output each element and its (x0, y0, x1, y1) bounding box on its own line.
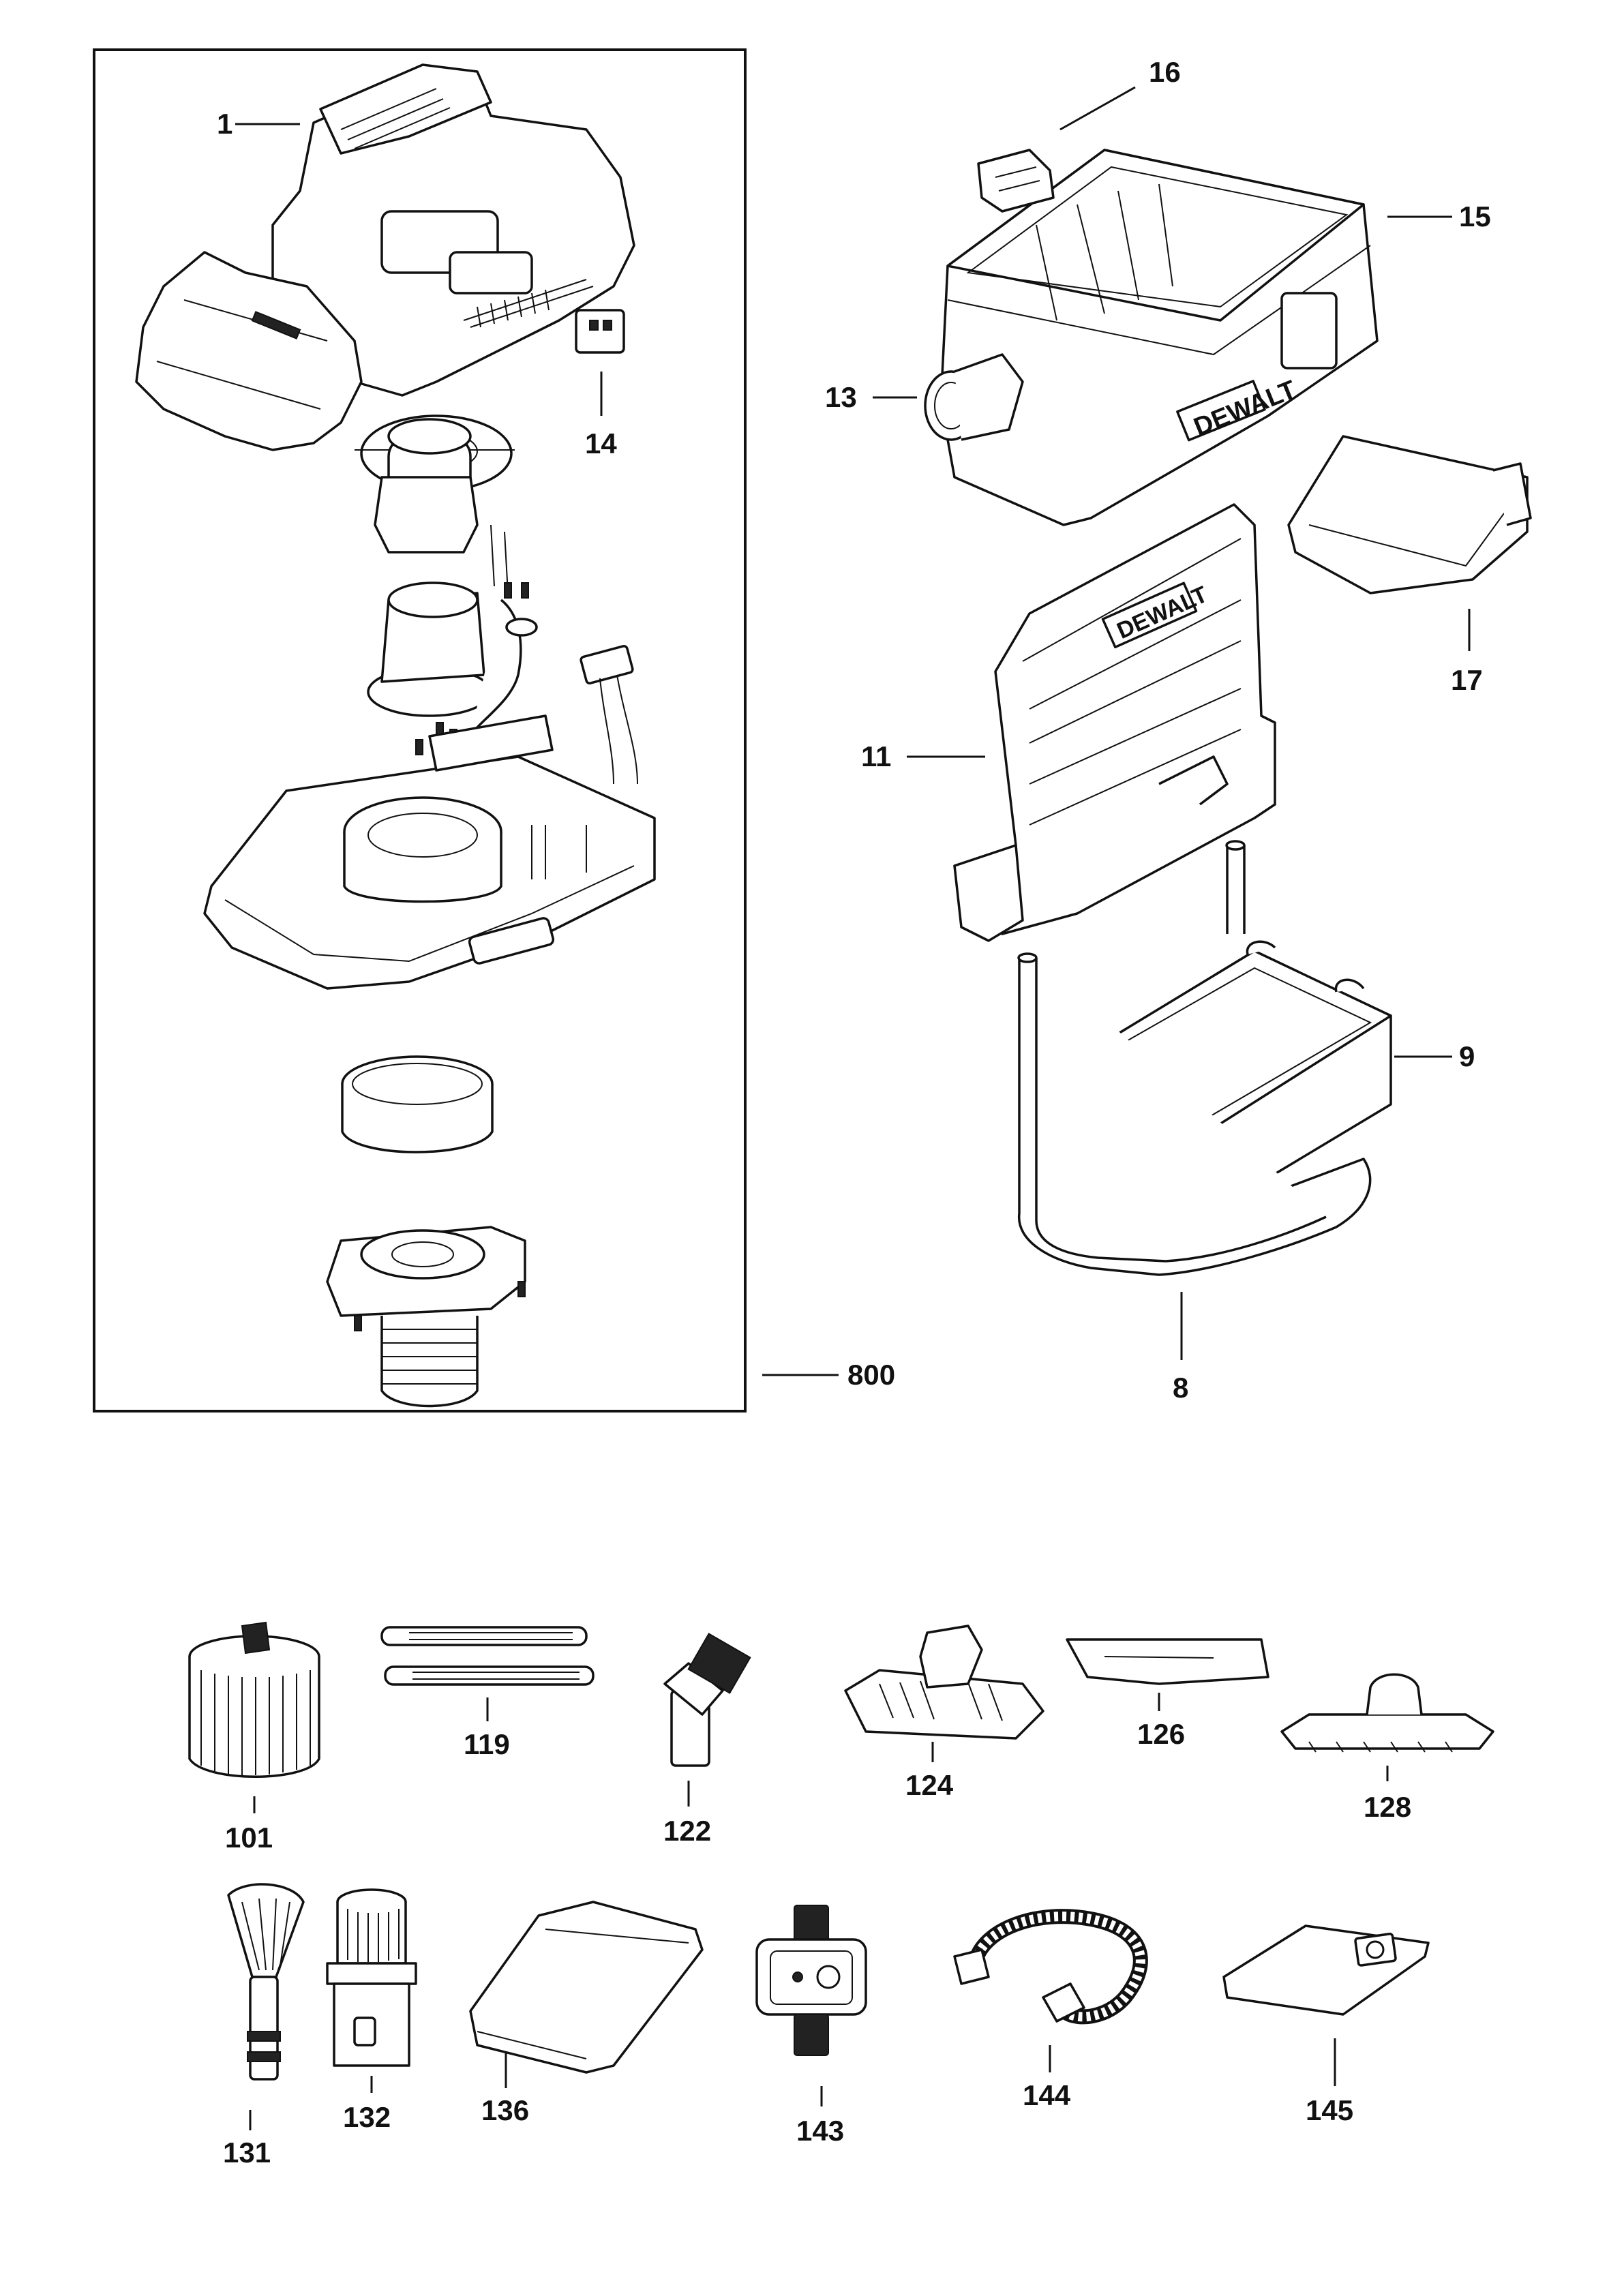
leader-16 (1059, 86, 1136, 131)
part-144-hose (953, 1909, 1148, 2025)
label-16: 16 (1149, 56, 1181, 88)
part-124-floor-nozzle (844, 1625, 1044, 1740)
part-16-latch (977, 149, 1055, 213)
label-14: 14 (585, 427, 617, 459)
part-14-connector (575, 309, 625, 354)
label-13: 13 (825, 381, 857, 413)
label-1: 1 (217, 108, 232, 140)
part-101-filter (188, 1621, 320, 1778)
part-1-head-housing (135, 63, 635, 492)
motor-base (203, 714, 656, 990)
label-119: 119 (464, 1728, 510, 1760)
label-11: 11 (861, 740, 891, 772)
label-122: 122 (663, 1815, 711, 1847)
label-143: 143 (796, 2115, 844, 2147)
part-126-crevice (1066, 1638, 1269, 1685)
part-119-wands (380, 1626, 595, 1686)
part-17-tray (1287, 435, 1532, 594)
label-101: 101 (225, 1822, 273, 1854)
label-136: 136 (481, 2094, 529, 2126)
label-145: 145 (1306, 2094, 1353, 2126)
label-8: 8 (1173, 1372, 1188, 1404)
filter-cage (326, 1226, 526, 1408)
part-122-brush (663, 1633, 751, 1767)
label-131: 131 (223, 2136, 271, 2169)
part-11-backplate: DEWALT (953, 503, 1276, 942)
part-143-remote (755, 1905, 867, 2056)
part-131-nozzle (227, 1883, 305, 2081)
part-128-wide-nozzle (1280, 1673, 1494, 1753)
part-136-filter-sleeve (469, 1901, 704, 2074)
label-128: 128 (1364, 1791, 1411, 1823)
label-15: 15 (1459, 200, 1491, 232)
label-17: 17 (1451, 664, 1483, 696)
part-15-tank: DEWALT (924, 149, 1379, 526)
part-145-dust-bag (1222, 1924, 1430, 2016)
label-132: 132 (343, 2101, 391, 2133)
label-126: 126 (1137, 1718, 1185, 1750)
label-124: 124 (905, 1769, 954, 1801)
assembly-800-box (93, 48, 747, 1413)
foam-sleeve (341, 1055, 494, 1153)
label-800: 800 (847, 1359, 895, 1391)
label-144: 144 (1023, 2079, 1071, 2111)
label-9: 9 (1459, 1040, 1475, 1072)
part-132-canister (326, 1888, 417, 2067)
part-8-frame (1017, 840, 1372, 1276)
motor-assembly (367, 418, 638, 785)
